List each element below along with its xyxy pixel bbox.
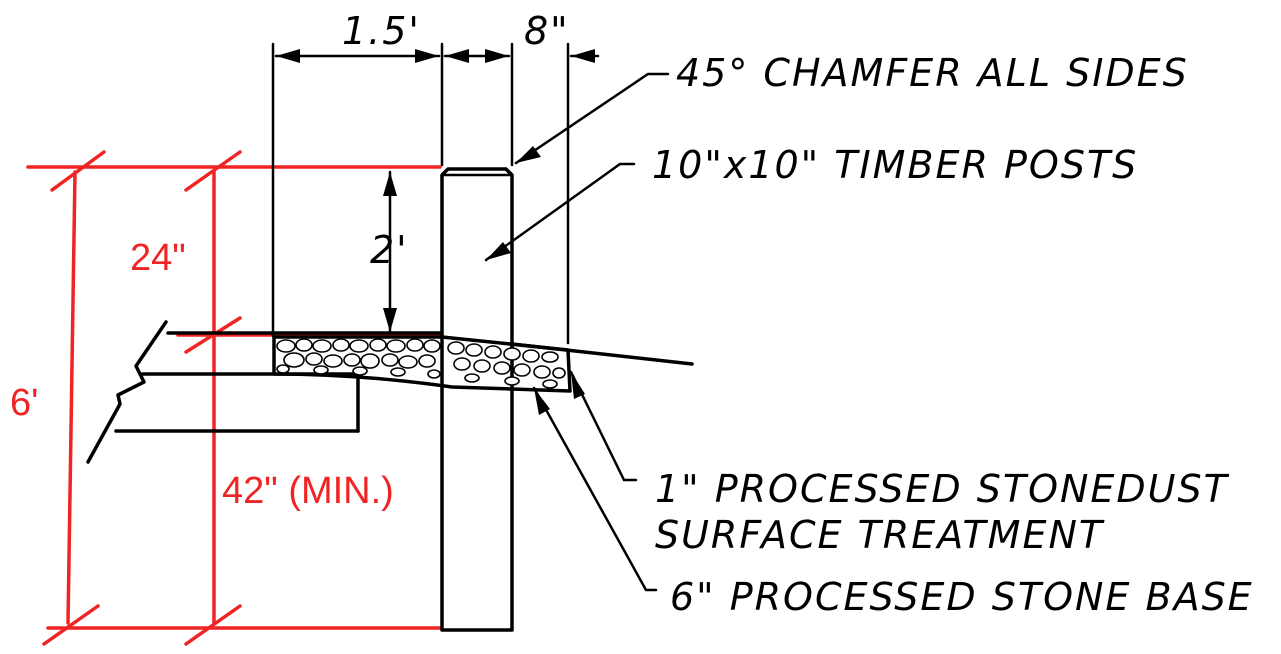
- red-total-dimension-line: [66, 170, 77, 625]
- chamfer-callout: 45° CHAMFER ALL SIDES: [676, 51, 1189, 95]
- stone-base-outline: [272, 335, 572, 393]
- leader-group: [484, 72, 670, 592]
- stonedust-leader-arrow: [571, 372, 585, 399]
- post-outline: [440, 167, 514, 632]
- red-tick-bottom-left: [42, 604, 100, 646]
- post-offset-label: 1.5': [342, 9, 421, 53]
- red-tick-bottom-inner: [184, 604, 242, 646]
- stone-base-callout: 6" PROCESSED STONE BASE: [670, 575, 1254, 619]
- stone-base-leader: [532, 386, 658, 592]
- offset-arrow-right: [415, 49, 439, 63]
- stone-base: [272, 335, 572, 393]
- chamfer-leader-arrow: [516, 146, 541, 163]
- posts-leader: [484, 162, 636, 262]
- black-dimension-group: 1.5' 8" 2': [271, 9, 600, 345]
- posts-callout: 10"x10" TIMBER POSTS: [652, 143, 1138, 187]
- offset-arrow-left: [276, 49, 300, 63]
- callout-group: 45° CHAMFER ALL SIDES 10"x10" TIMBER POS…: [652, 51, 1254, 619]
- posts-leader-arrow: [486, 242, 511, 260]
- break-line: [86, 320, 168, 464]
- height-arrow-top: [383, 172, 397, 196]
- stone-base-leader-arrow: [534, 388, 550, 415]
- timber-post: [440, 167, 514, 632]
- height-arrow-bottom: [383, 308, 397, 332]
- post-width-arrow-far-right: [571, 49, 595, 63]
- red-tick-top-left: [50, 150, 106, 192]
- stone-pattern: [276, 338, 566, 389]
- red-tick-grade: [184, 316, 242, 354]
- post-width-arrow-left: [445, 49, 469, 63]
- post-width-arrow-right: [485, 49, 509, 63]
- red-dimension-group: 24" 6' 42" (MIN.): [10, 150, 442, 646]
- ground-section: [86, 320, 694, 464]
- chamfer-leader: [514, 72, 670, 165]
- stonedust-callout-line1: 1" PROCESSED STONEDUST: [655, 467, 1230, 511]
- stonedust-callout-line2: SURFACE TREATMENT: [655, 513, 1105, 557]
- red-tick-top-inner: [184, 150, 242, 192]
- stonedust-leader: [569, 370, 638, 482]
- red-embedment-dimension-label: 42" (MIN.): [222, 470, 394, 512]
- post-width-label: 8": [524, 9, 570, 53]
- red-total-dimension-label: 6': [10, 382, 38, 424]
- red-upper-dimension-label: 24": [130, 237, 186, 279]
- post-height-label: 2': [370, 228, 409, 272]
